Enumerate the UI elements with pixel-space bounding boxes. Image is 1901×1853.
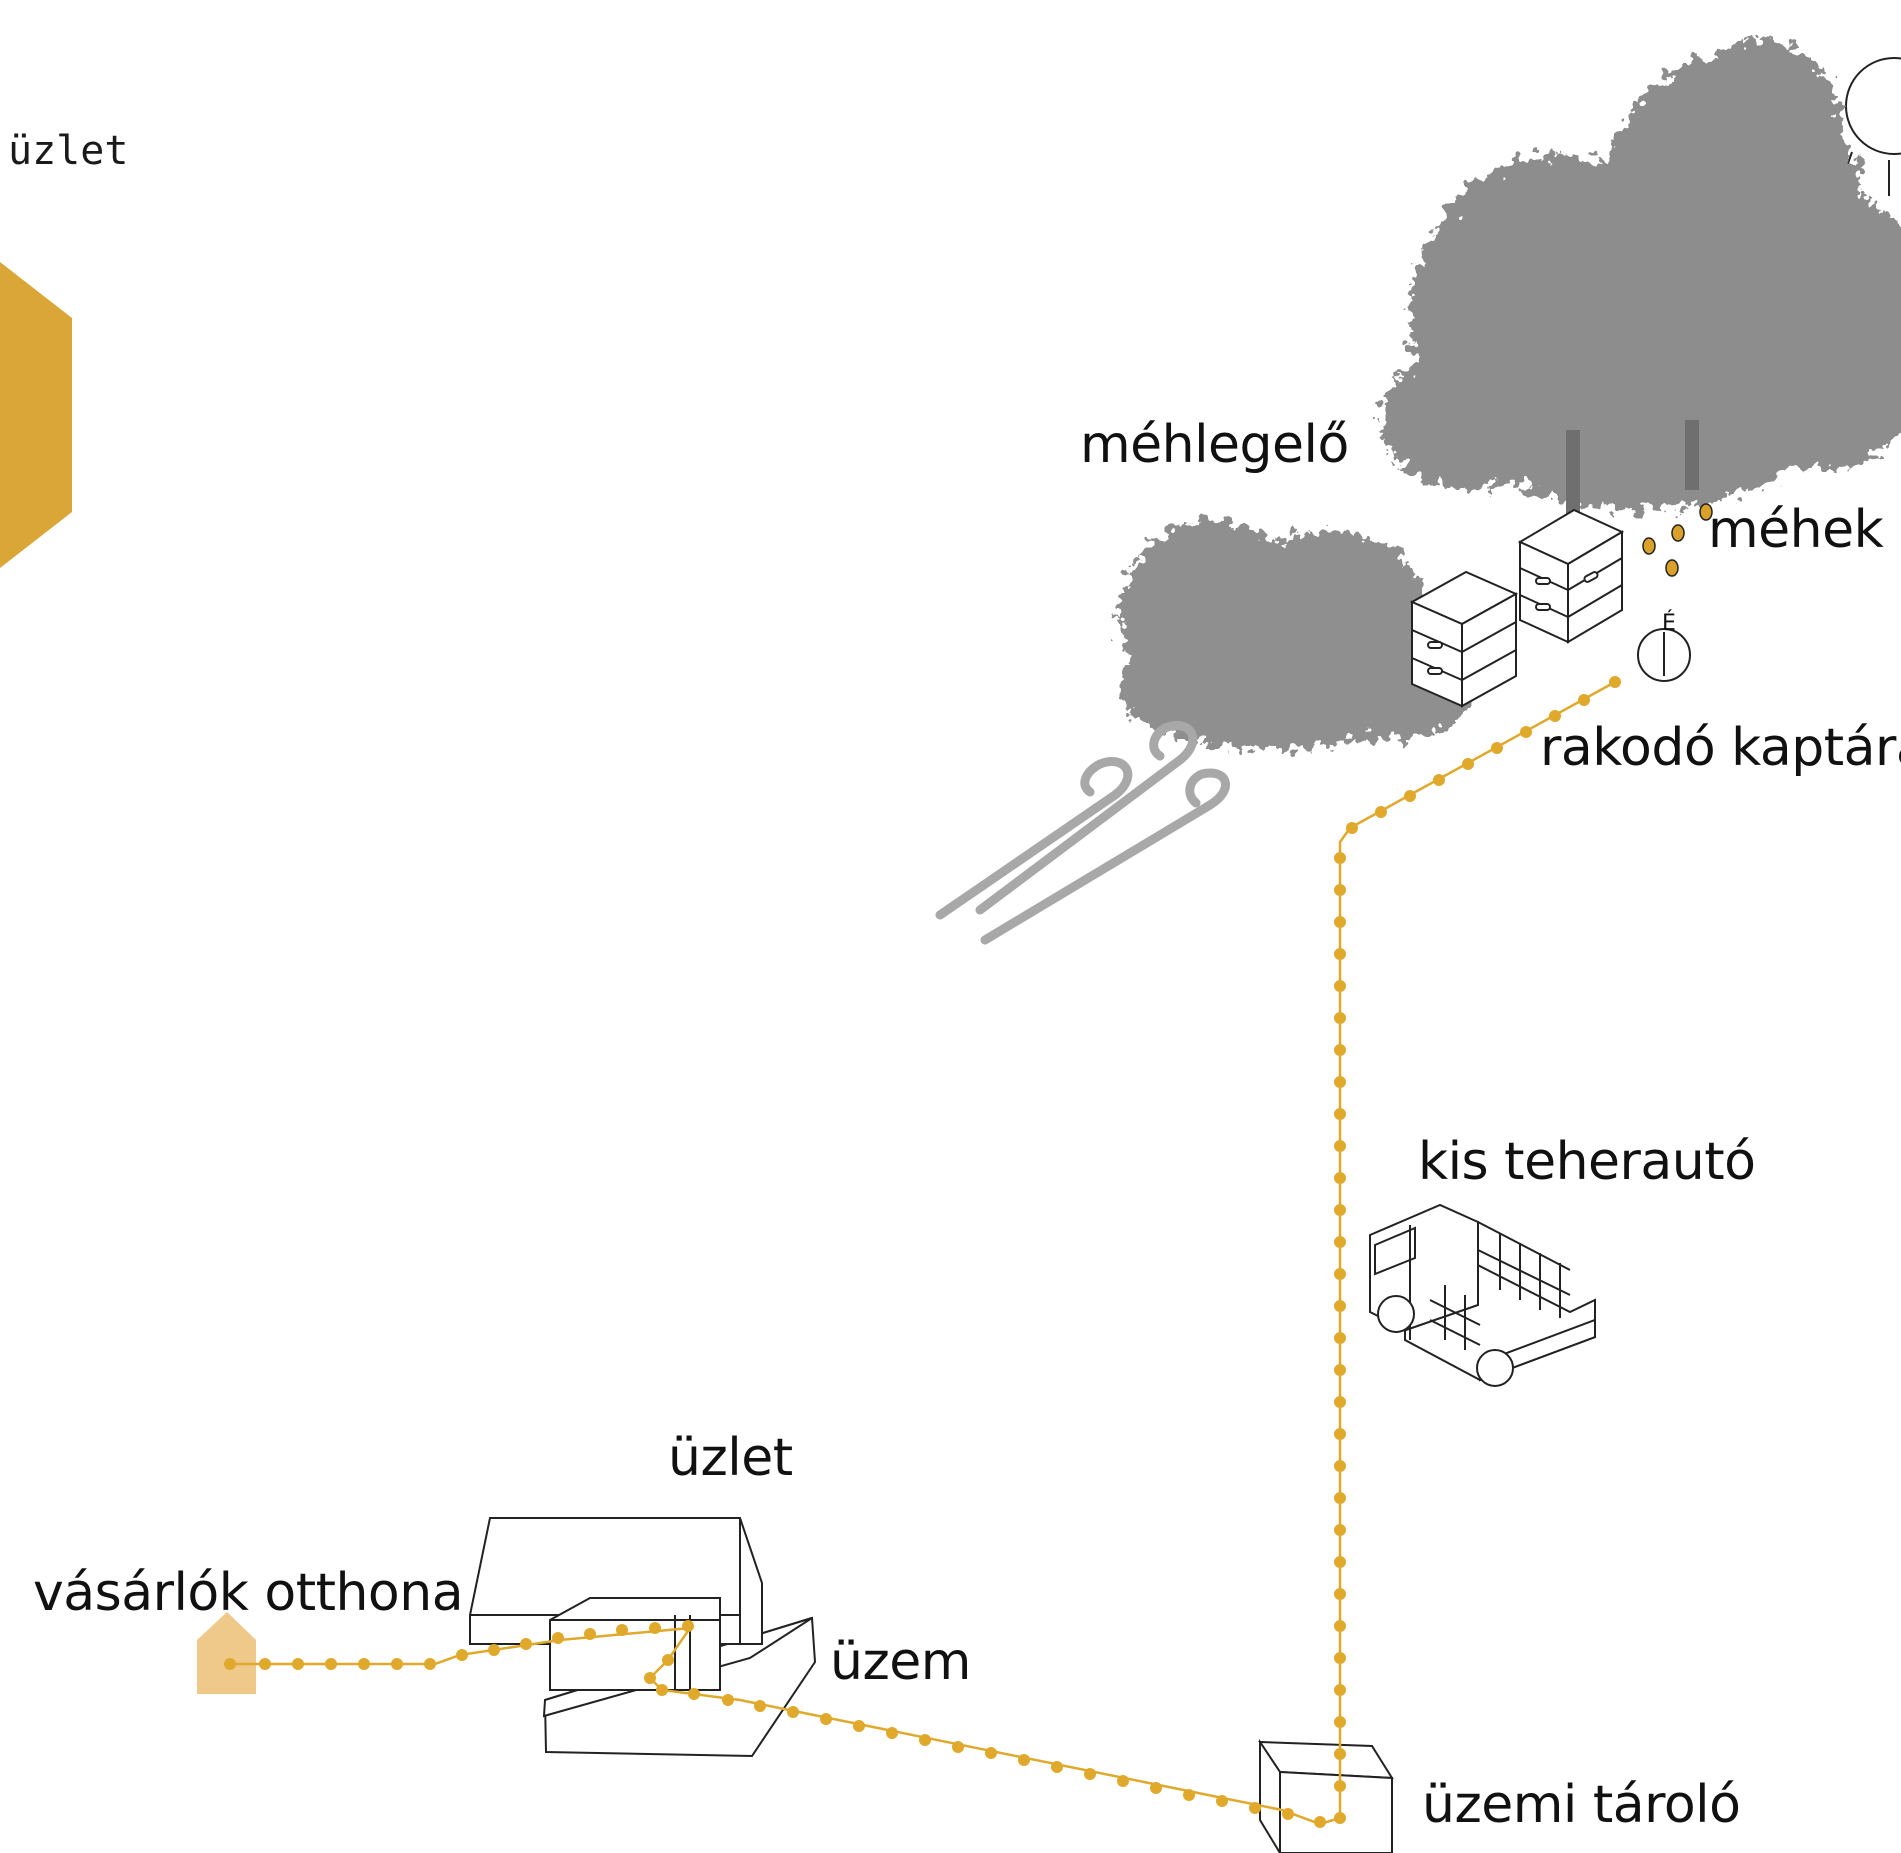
label-pasture: méhlegelő — [1080, 415, 1349, 475]
truck-icon — [1369, 1203, 1596, 1387]
beehive-icon — [1517, 508, 1625, 644]
beehive-icon — [1409, 570, 1519, 708]
label-customers-home: vásárlók otthona — [33, 1563, 464, 1623]
tree-icon — [1120, 520, 1470, 750]
label-shop: üzlet — [668, 1428, 793, 1488]
wind-icon — [935, 721, 1230, 945]
storage-icon — [1258, 1738, 1394, 1853]
tree-icon — [1380, 40, 1901, 520]
header-title: üzlet — [8, 128, 129, 174]
label-truck: kis teherautó — [1418, 1132, 1756, 1192]
bee-icon — [1642, 503, 1713, 577]
building-icon — [469, 1517, 817, 1758]
label-loading-hives: rakodó kaptárak — [1540, 718, 1901, 778]
compass-icon — [1637, 628, 1691, 682]
hexagon-shape — [0, 262, 72, 568]
north-marker: É — [1662, 610, 1676, 636]
label-plant: üzem — [830, 1632, 971, 1692]
home-icon — [197, 1612, 256, 1694]
label-bees: méhek — [1708, 500, 1884, 560]
route-line — [230, 680, 1616, 1826]
label-plant-storage: üzemi tároló — [1422, 1775, 1741, 1835]
route-dots — [224, 676, 1621, 1828]
